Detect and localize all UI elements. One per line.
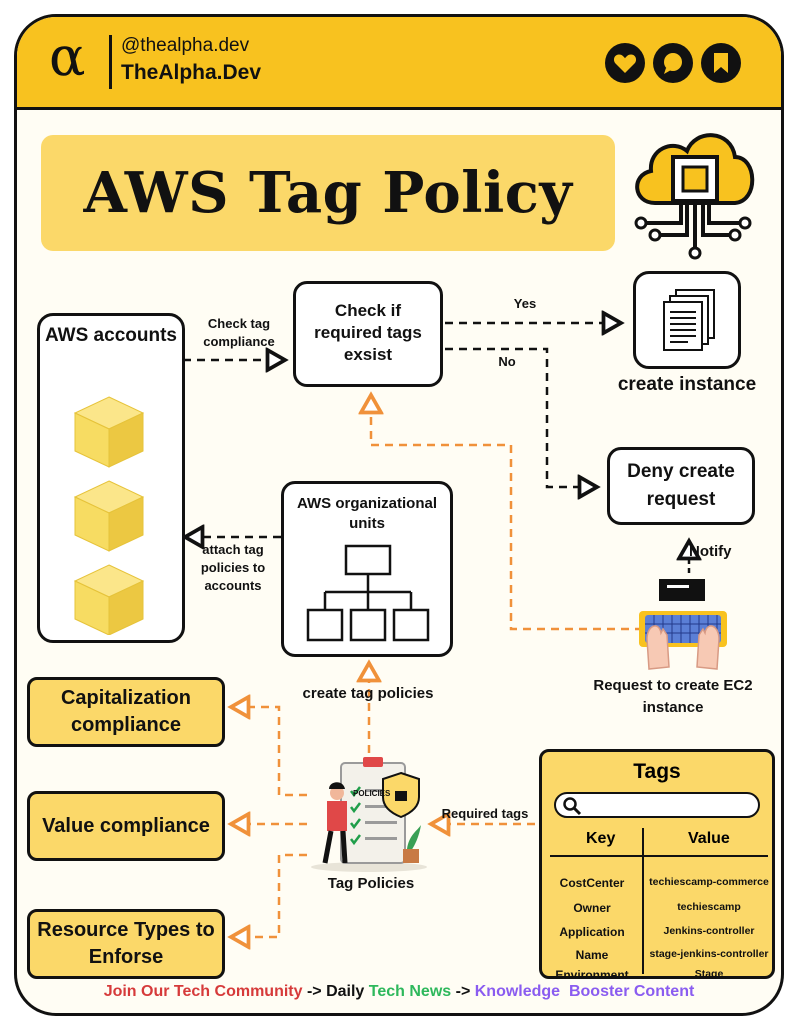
chat-bubble-icon[interactable] xyxy=(653,43,693,83)
tag-policies-label: Tag Policies xyxy=(327,875,415,892)
tag-value: techiescamp xyxy=(677,901,741,913)
tag-value: Jenkins-controller xyxy=(663,925,755,937)
tag-value: techiescamp-commerce xyxy=(649,876,769,888)
edge-label-yes: Yes xyxy=(513,296,537,311)
infographic-frame: α @thealpha.dev TheAlpha.Dev AWS Tag Pol… xyxy=(14,14,784,1016)
social-handle: @thealpha.dev xyxy=(121,35,250,56)
clipboard-label: POLICIES xyxy=(353,789,391,798)
org-units-label: AWS organizational units xyxy=(296,495,437,532)
edge-to-resource xyxy=(231,853,307,937)
edge-request-to-check xyxy=(371,395,643,631)
connector-arrows xyxy=(17,17,784,1016)
value-compliance-node: Value compliance xyxy=(27,791,225,861)
brand-name: TheAlpha.Dev xyxy=(121,61,262,84)
account-cubes-icon xyxy=(73,396,145,635)
tags-value-header: Value xyxy=(688,830,730,847)
value-compliance-label: Value compliance xyxy=(42,814,210,837)
tags-key-header: Key xyxy=(586,830,616,847)
keyboard-hands-icon xyxy=(639,579,727,670)
tag-key: Application xyxy=(559,925,625,939)
tag-key: CostCenter xyxy=(559,876,625,890)
page-title: AWS Tag Policy xyxy=(83,160,573,226)
footer-arrow: -> xyxy=(451,983,475,1000)
search-icon xyxy=(563,797,582,816)
edge-label-create-policies: create tag policies xyxy=(302,685,434,702)
edge-label-no: No xyxy=(498,354,516,369)
tag-key: Environment xyxy=(555,968,629,982)
footer-banner: Join Our Tech Community -> Daily Tech Ne… xyxy=(17,983,781,1001)
request-ec2-label: Request to create EC2 instance xyxy=(593,677,753,716)
edge-label-notify: Notify xyxy=(689,543,732,560)
create-instance-node xyxy=(633,271,741,369)
footer-tech-news: Tech News xyxy=(368,983,452,1000)
document-stack-icon xyxy=(663,289,715,351)
edge-label-check-compliance: Check tag compliance xyxy=(203,316,275,349)
tag-value: stage-jenkins-controller xyxy=(649,948,769,960)
resource-types-node: Resource Types to Enforse xyxy=(27,909,225,979)
edge-to-capitalization xyxy=(231,707,307,797)
create-instance-label: create instance xyxy=(617,374,757,395)
logo-divider xyxy=(109,35,112,89)
tag-value: Stage xyxy=(694,968,724,980)
edge-label-required-tags: Required tags xyxy=(441,806,529,821)
resource-types-label: Resource Types to Enforse xyxy=(37,919,215,968)
tags-search-input[interactable] xyxy=(554,792,760,818)
deny-request-label: Deny create request xyxy=(627,461,735,510)
tag-key: Name xyxy=(575,948,609,962)
deny-request-node: Deny create request xyxy=(607,447,755,525)
header-bar: α @thealpha.dev TheAlpha.Dev xyxy=(17,17,781,110)
tags-panel: Tags Key Value CostCenter techiescamp-co… xyxy=(539,749,775,982)
cloud-chip-icon xyxy=(634,133,755,260)
tags-header-divider xyxy=(550,855,768,857)
footer-arrow: -> Daily xyxy=(302,983,369,1000)
check-tags-label: Check if required tags exsist xyxy=(314,301,422,364)
tag-policies-illustration xyxy=(311,757,427,872)
heart-icon[interactable] xyxy=(605,43,645,83)
capitalization-label: Capitalization compliance xyxy=(60,687,191,736)
org-chart-icon xyxy=(306,544,430,642)
title-banner: AWS Tag Policy xyxy=(41,135,615,251)
check-tags-node: Check if required tags exsist xyxy=(293,281,443,387)
org-units-node: AWS organizational units xyxy=(281,481,453,657)
edge-label-attach-policies: attach tag policies to accounts xyxy=(200,542,266,593)
tags-column-divider xyxy=(642,828,644,974)
bookmark-icon[interactable] xyxy=(701,43,741,83)
footer-knowledge: Knowledge Booster Content xyxy=(474,983,695,1000)
aws-accounts-label: AWS accounts xyxy=(45,325,177,346)
edge-no xyxy=(445,347,597,487)
tags-panel-title: Tags xyxy=(633,760,681,783)
aws-accounts-node: AWS accounts xyxy=(37,313,185,643)
alpha-logo: α xyxy=(49,25,86,88)
tag-key: Owner xyxy=(573,901,611,915)
capitalization-node: Capitalization compliance xyxy=(27,677,225,747)
footer-community-link[interactable]: Join Our Tech Community xyxy=(103,983,303,1000)
